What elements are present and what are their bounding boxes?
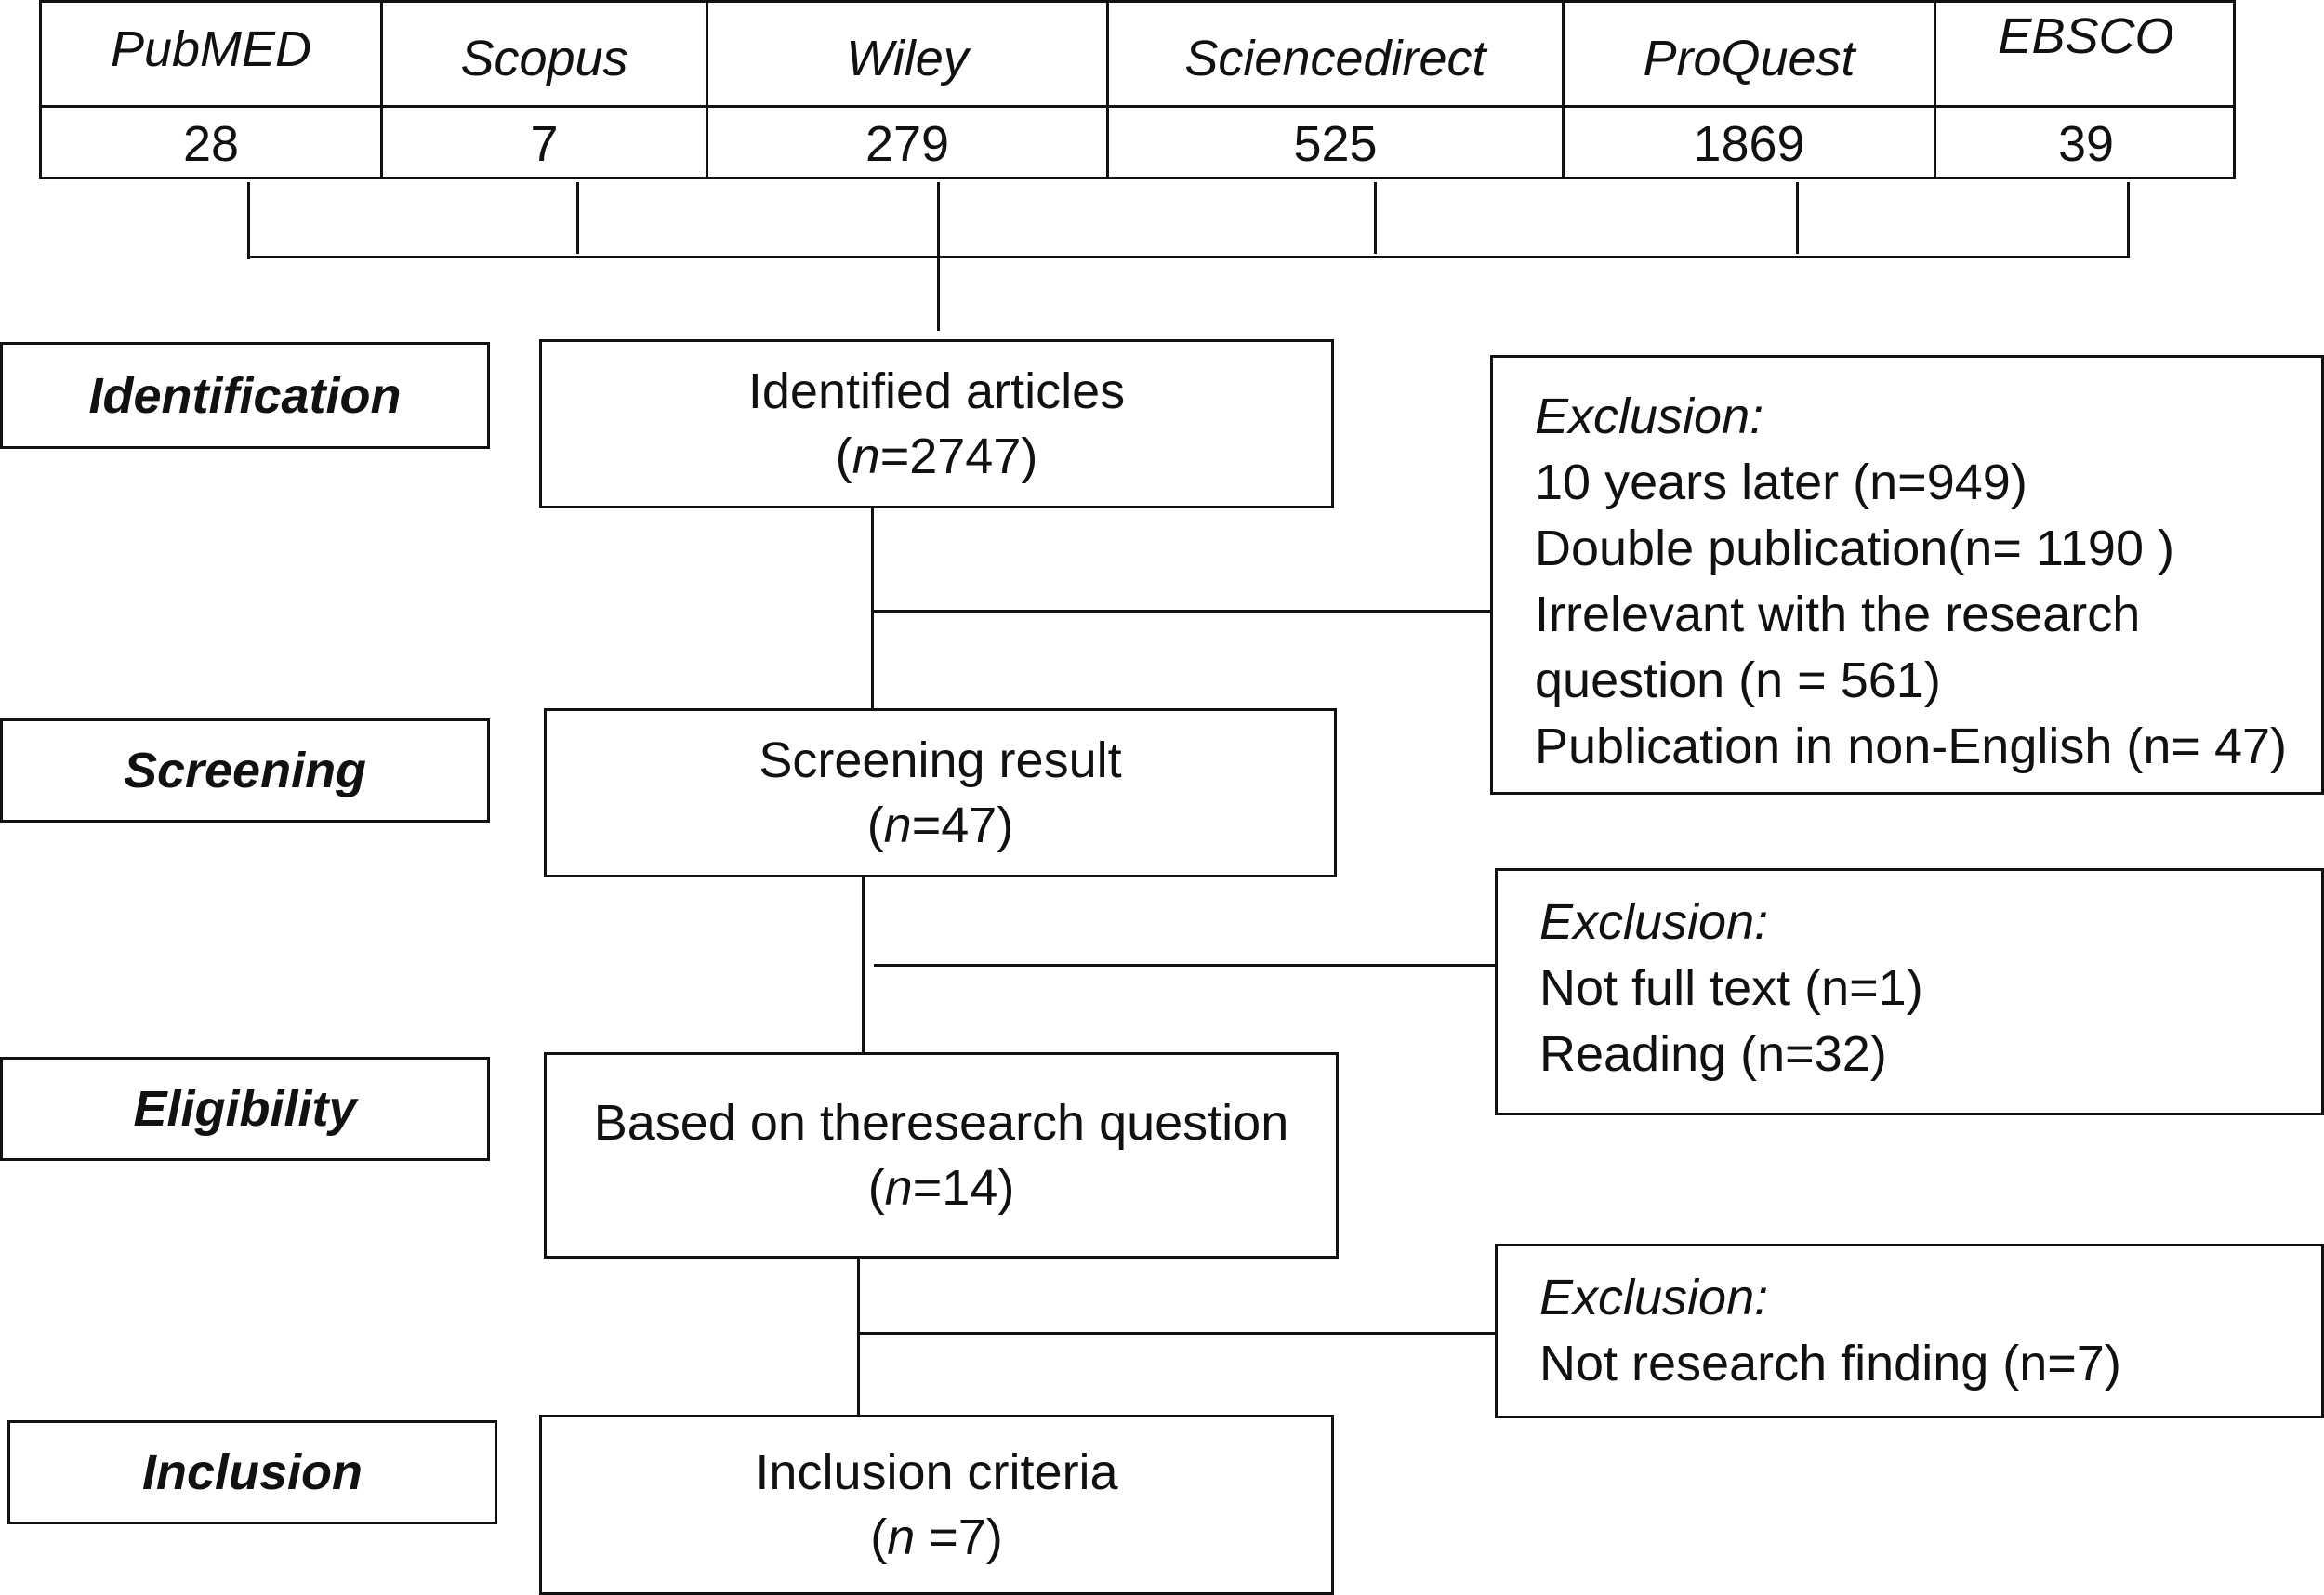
- exclusion-item: Irrelevant with the research: [1535, 587, 2141, 642]
- table-col-divider: [706, 0, 708, 179]
- db-name-pubmed: PubMED: [110, 20, 312, 77]
- stage-screening: Screening: [0, 718, 490, 823]
- db-name-scopus: Scopus: [460, 31, 628, 86]
- identified-articles-title: Identified articles: [747, 363, 1126, 419]
- db-count-pubmed: 28: [182, 115, 240, 172]
- identified-articles-box: Identified articles (n=2747): [539, 339, 1334, 508]
- merge-drop-sciencedirect: [1374, 182, 1377, 254]
- db-name-ebsco: EBSCO: [1998, 8, 2174, 64]
- eligibility-title: Based on theresearch question: [593, 1095, 1289, 1151]
- exclusion-item: Not research finding (n=7): [1539, 1336, 2121, 1391]
- eligibility-box: Based on theresearch question (n=14): [544, 1052, 1339, 1259]
- inclusion-criteria-box: Inclusion criteria (n =7): [539, 1415, 1334, 1595]
- db-count-ebsco: 39: [2057, 115, 2115, 172]
- database-table: [39, 0, 2236, 179]
- inclusion-criteria-count: (n =7): [870, 1509, 1003, 1565]
- exclusion-item: question (n = 561): [1535, 652, 1941, 708]
- exclusion-item: Reading (n=32): [1539, 1026, 1887, 1082]
- exclusion-heading: Exclusion:: [1535, 389, 1764, 444]
- exclusion-box-screening: Exclusion: Not full text (n=1) Reading (…: [1495, 868, 2324, 1115]
- identified-articles-count: (n=2747): [835, 428, 1038, 484]
- screening-result-count: (n=47): [866, 798, 1014, 853]
- connector-to-exclusion-1: [871, 610, 1490, 613]
- exclusion-box-eligibility: Exclusion: Not research finding (n=7): [1495, 1244, 2324, 1418]
- db-count-proquest: 1869: [1693, 115, 1805, 172]
- merge-drop-proquest: [1796, 182, 1799, 254]
- exclusion-item: Not full text (n=1): [1539, 960, 1923, 1016]
- screening-result-box: Screening result (n=47): [544, 708, 1337, 877]
- db-name-sciencedirect: Sciencedirect: [1184, 31, 1486, 86]
- eligibility-count: (n=14): [867, 1160, 1015, 1216]
- table-col-divider: [1562, 0, 1565, 179]
- connector-identified-to-screening: [871, 508, 874, 708]
- merge-drop-scopus: [576, 182, 579, 254]
- screening-result-title: Screening result: [759, 732, 1122, 788]
- connector-screening-to-eligibility: [862, 877, 865, 1052]
- merge-drop-pubmed: [247, 182, 250, 259]
- stage-eligibility: Eligibility: [0, 1057, 490, 1161]
- exclusion-heading: Exclusion:: [1539, 1270, 1769, 1325]
- db-count-wiley: 279: [865, 115, 950, 172]
- stage-identification: Identification: [0, 342, 490, 449]
- inclusion-criteria-title: Inclusion criteria: [755, 1444, 1118, 1500]
- table-row-divider: [39, 105, 2236, 108]
- exclusion-item: Publication in non-English (n= 47): [1535, 718, 2287, 774]
- db-count-scopus: 7: [530, 115, 559, 172]
- merge-horizontal-line: [247, 256, 2130, 258]
- connector-to-exclusion-2: [874, 964, 1495, 967]
- table-col-divider: [380, 0, 383, 179]
- merge-drop-ebsco: [2127, 182, 2130, 257]
- table-col-divider: [1934, 0, 1936, 179]
- connector-to-exclusion-3: [857, 1332, 1495, 1335]
- table-col-divider: [1106, 0, 1109, 179]
- connector-eligibility-to-inclusion: [857, 1259, 860, 1415]
- db-count-sciencedirect: 525: [1293, 115, 1378, 172]
- exclusion-item: Double publication(n= 1190 ): [1535, 521, 2174, 576]
- exclusion-heading: Exclusion:: [1539, 894, 1769, 950]
- stage-inclusion: Inclusion: [7, 1420, 497, 1524]
- db-name-wiley: Wiley: [846, 31, 969, 86]
- db-name-proquest: ProQuest: [1643, 31, 1855, 86]
- exclusion-item: 10 years later (n=949): [1535, 455, 2027, 510]
- exclusion-box-identification: Exclusion: 10 years later (n=949) Double…: [1490, 355, 2324, 795]
